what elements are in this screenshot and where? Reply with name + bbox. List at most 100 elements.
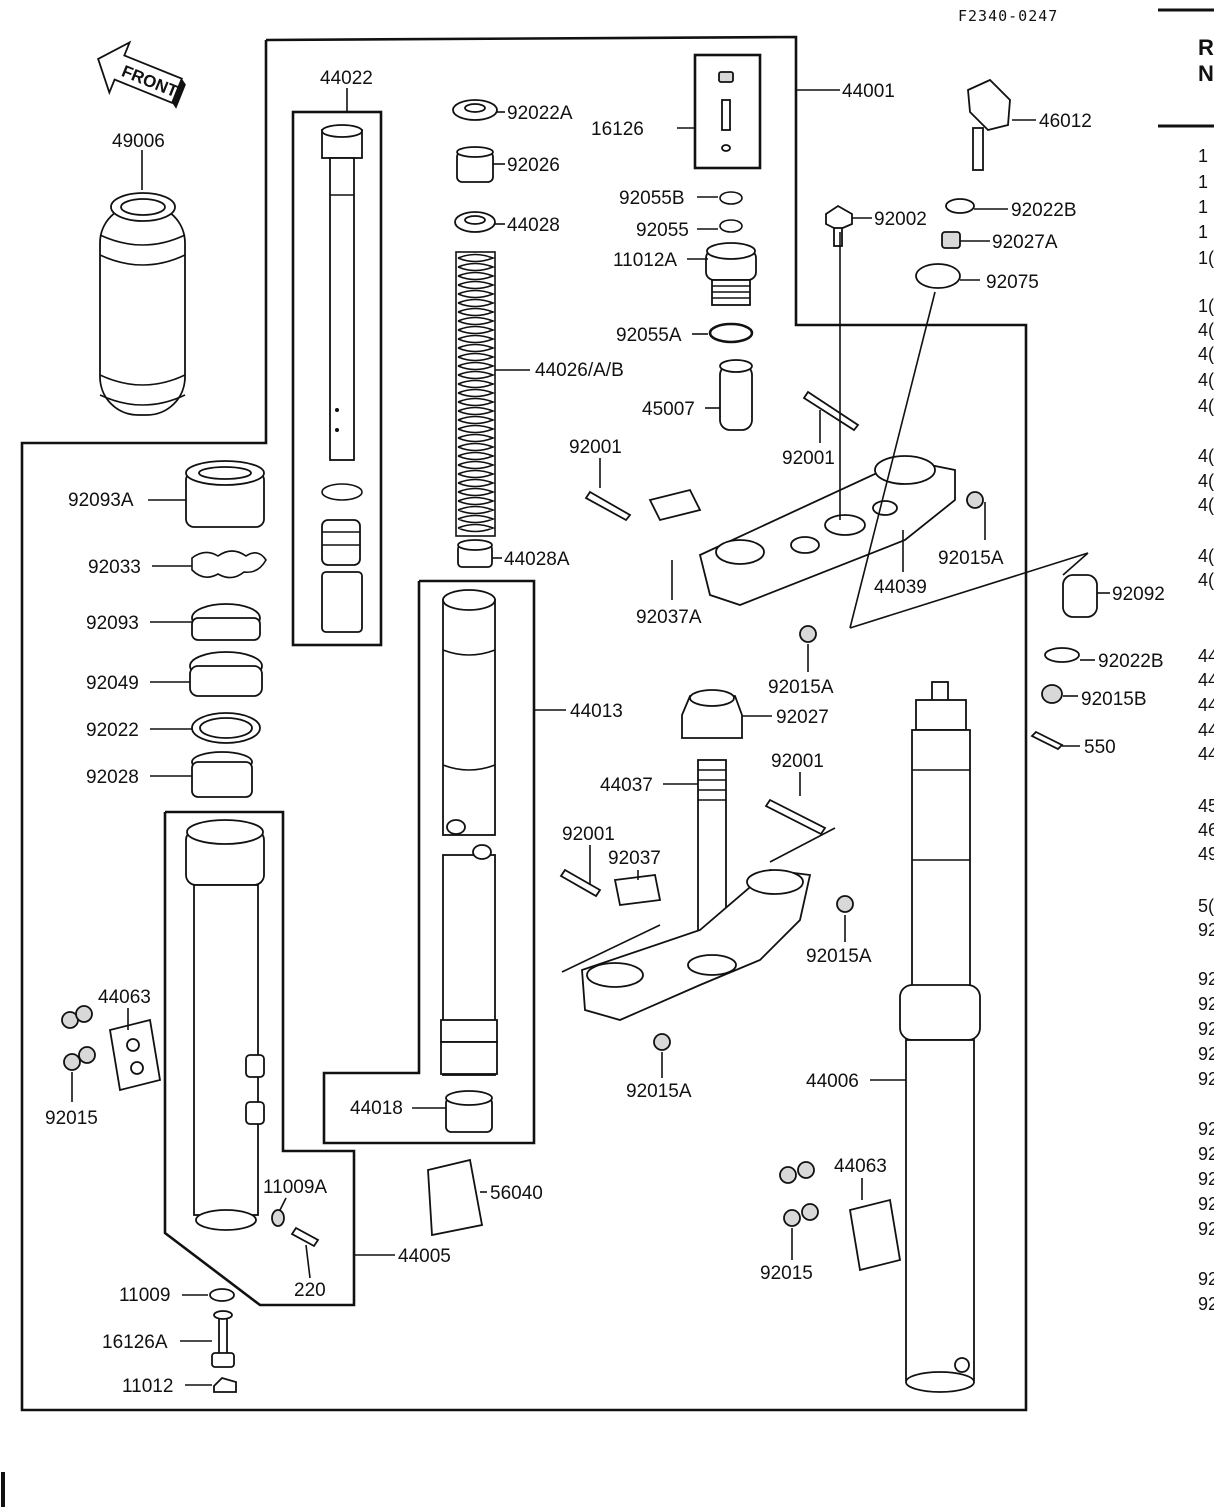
sidebar-column-entry: 92	[1198, 969, 1214, 989]
seal-stack	[185, 460, 267, 798]
callout-92055a: 92055A	[616, 325, 682, 346]
sidebar-column-entry: 92	[1198, 920, 1214, 940]
sidebar-column-entry: 1	[1198, 172, 1208, 192]
group-44022-box	[291, 110, 383, 647]
outer-tube-right	[779, 681, 981, 1393]
callout-92022b-lower: 92022B	[1098, 651, 1164, 672]
sidebar-column-entry: 4(	[1198, 396, 1214, 416]
outer-tube-left	[185, 819, 265, 1231]
sidebar-column-entry: 46	[1198, 820, 1214, 840]
callout-92027a: 92027A	[992, 232, 1058, 253]
front-arrow: FRONT	[97, 40, 186, 109]
sidebar-column-entry: 92	[1198, 1219, 1214, 1239]
sidebar-column-entry: 49	[1198, 844, 1214, 864]
sidebar-column-entry: 4(	[1198, 370, 1214, 390]
callout-44028: 44028	[507, 215, 560, 236]
sidebar-column-entry: 92	[1198, 1119, 1214, 1139]
callout-92027: 92027	[776, 707, 829, 728]
callout-44005: 44005	[398, 1246, 451, 1267]
slide-bushing	[445, 1090, 493, 1133]
leader-lines	[71, 88, 1110, 1386]
group-44013-box	[322, 579, 536, 1145]
callout-11012a: 11012A	[613, 250, 677, 271]
callout-44022: 44022	[320, 68, 373, 89]
cap-parts	[705, 191, 757, 431]
callout-44039: 44039	[874, 577, 927, 598]
callout-11009a: 11009A	[263, 1177, 327, 1198]
sidebar-column-entry: 92	[1198, 1069, 1214, 1089]
sidebar-column-entry: 45	[1198, 796, 1214, 816]
callout-44001: 44001	[842, 81, 895, 102]
sidebar-column-entry: 92	[1198, 1294, 1214, 1314]
assembly-boundary	[20, 35, 1028, 1412]
upper-washers	[452, 99, 498, 233]
callout-44026: 44026/A/B	[535, 360, 624, 381]
callout-44063-left: 44063	[98, 987, 151, 1008]
callout-labels: 49006 44022 92022A 92026 44028 44026/A/B…	[45, 68, 1165, 1397]
stem-cap	[681, 689, 743, 739]
callout-550: 550	[1084, 737, 1116, 758]
sidebar-column-entry: 44	[1198, 744, 1214, 764]
callout-92022b-upper: 92022B	[1011, 200, 1077, 221]
callout-92093: 92093	[86, 613, 139, 634]
callout-45007: 45007	[642, 399, 695, 420]
callout-92001-b: 92001	[782, 448, 835, 469]
callout-56040: 56040	[490, 1183, 543, 1204]
callout-44037: 44037	[600, 775, 653, 796]
sidebar-header-n: N	[1198, 61, 1214, 86]
callout-92055: 92055	[636, 220, 689, 241]
sidebar-column-entry: 1	[1198, 146, 1208, 166]
sidebar-column-entry: 4(	[1198, 570, 1214, 590]
group-44005-box	[163, 810, 356, 1307]
sidebar-column-entry: 92	[1198, 1019, 1214, 1039]
sidebar-column-entry: 4(	[1198, 471, 1214, 491]
callout-44006: 44006	[806, 1071, 859, 1092]
callout-92026: 92026	[507, 155, 560, 176]
callout-92075: 92075	[986, 272, 1039, 293]
upper-bracket	[584, 390, 984, 643]
callout-92055b: 92055B	[619, 188, 685, 209]
callout-92022a: 92022A	[507, 103, 573, 124]
sidebar-column-entry: 4(	[1198, 495, 1214, 515]
air-valve-part	[718, 71, 734, 152]
callout-92015a-1: 92015A	[938, 548, 1004, 569]
callout-92001-c: 92001	[771, 751, 824, 772]
sidebar-column-entry: 92	[1198, 1194, 1214, 1214]
callout-92028: 92028	[86, 767, 139, 788]
callout-46012: 46012	[1039, 111, 1092, 132]
sidebar-column-entry: 44	[1198, 646, 1214, 666]
sidebar-column-entry: 1(	[1198, 296, 1214, 316]
callout-16126a: 16126A	[102, 1332, 168, 1353]
sidebar-column-entry: 5(	[1198, 896, 1214, 916]
callout-44063-right: 44063	[834, 1156, 887, 1177]
callout-92002: 92002	[874, 209, 927, 230]
callout-92049: 92049	[86, 673, 139, 694]
callout-92015a-4: 92015A	[626, 1081, 692, 1102]
fork-spring	[455, 251, 496, 537]
steering-stem-bolt	[825, 204, 853, 247]
callout-92015a-3: 92015A	[806, 946, 872, 967]
callout-92015b: 92015B	[1081, 689, 1147, 710]
callout-92037: 92037	[608, 848, 661, 869]
spring-outline	[455, 251, 496, 537]
sidebar-column-entry: 92	[1198, 1044, 1214, 1064]
sidebar-column-entry: 44	[1198, 720, 1214, 740]
callout-92037a: 92037A	[636, 607, 702, 628]
group-16126-box	[693, 53, 762, 170]
callout-44028a: 44028A	[504, 549, 570, 570]
drain-parts	[209, 1209, 320, 1393]
sidebar-column-entry: 92	[1198, 1169, 1214, 1189]
callout-92033: 92033	[88, 557, 141, 578]
callout-92022: 92022	[86, 720, 139, 741]
spring-collar	[457, 539, 493, 568]
sidebar-column-entry: 4(	[1198, 344, 1214, 364]
callout-16126: 16126	[591, 119, 644, 140]
callout-11009: 11009	[119, 1285, 170, 1306]
sidebar-column-entry: 4(	[1198, 446, 1214, 466]
sidebar-column-entry: 44	[1198, 670, 1214, 690]
sidebar-column-entry: 1	[1198, 197, 1208, 217]
inner-tube	[440, 589, 498, 1076]
callout-92001-a: 92001	[569, 437, 622, 458]
callout-11012: 11012	[122, 1376, 173, 1397]
